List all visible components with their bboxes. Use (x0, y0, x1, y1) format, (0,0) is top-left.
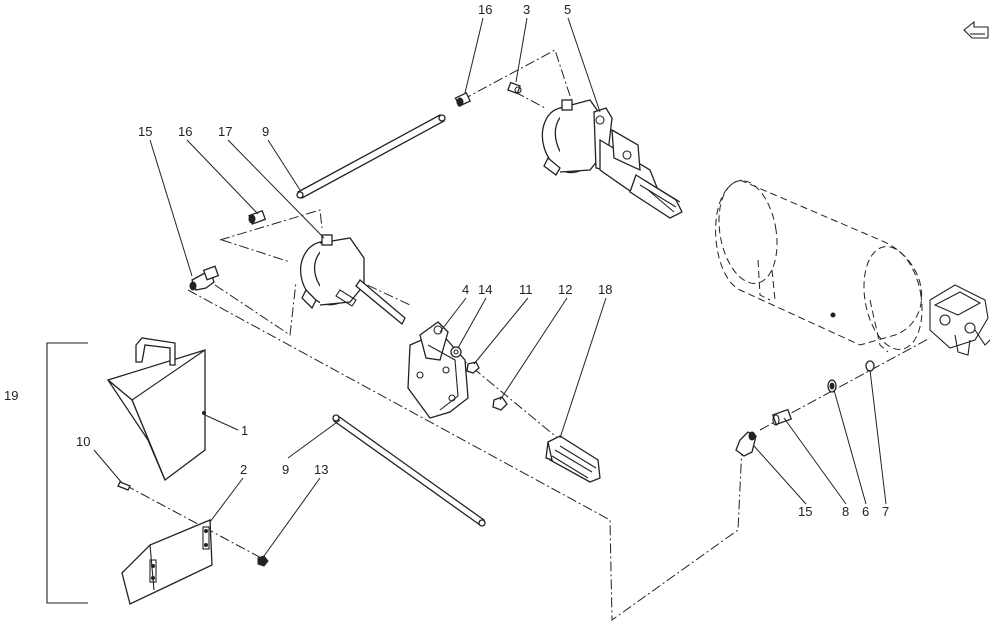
fitting-3 (507, 81, 522, 95)
callout-9-upper: 9 (262, 124, 269, 139)
callout-16-left: 16 (178, 124, 192, 139)
nut-11 (466, 361, 480, 374)
callout-2: 2 (240, 462, 247, 477)
callout-15-right: 15 (798, 504, 812, 519)
mounting-bracket-4 (407, 321, 469, 419)
clevis-18 (545, 435, 601, 483)
callout-18: 18 (598, 282, 612, 297)
callout-5: 5 (564, 2, 571, 17)
air-tank-phantom (715, 179, 991, 356)
callout-7: 7 (882, 504, 889, 519)
callout-6: 6 (862, 504, 869, 519)
group-bracket-19 (46, 342, 88, 604)
leader-lines (46, 17, 887, 557)
nut-13 (257, 555, 269, 567)
callout-19: 19 (4, 388, 18, 403)
fitting-16-lower (248, 210, 267, 225)
fitting-16-upper (454, 92, 471, 108)
fitting-8 (771, 408, 793, 426)
return-arrow-icon[interactable] (963, 20, 989, 39)
callout-12: 12 (558, 282, 572, 297)
plate-2 (121, 519, 213, 605)
callout-11: 11 (519, 282, 533, 297)
callout-15-left: 15 (138, 124, 152, 139)
nut-12 (492, 396, 508, 411)
cover-1 (106, 337, 206, 482)
callout-3: 3 (523, 2, 530, 17)
callout-8: 8 (842, 504, 849, 519)
fitting-7 (865, 360, 875, 372)
push-rod-lower (332, 414, 486, 527)
callout-10: 10 (76, 434, 90, 449)
brake-chamber-upper (541, 99, 683, 219)
elbow-fitting-15-right (735, 431, 757, 457)
callout-4: 4 (462, 282, 469, 297)
callout-9-lower: 9 (282, 462, 289, 477)
callout-17: 17 (218, 124, 232, 139)
callout-16-top: 16 (478, 2, 492, 17)
callout-13: 13 (314, 462, 328, 477)
screw-10 (117, 481, 131, 491)
centerlines (124, 49, 931, 621)
washer-14 (450, 346, 462, 358)
fitting-6 (827, 379, 837, 393)
brake-chamber-lower (299, 234, 406, 326)
push-rod-upper (296, 114, 446, 199)
elbow-fitting-15-upper (189, 265, 220, 291)
callout-1: 1 (241, 423, 248, 438)
callouts: 16 3 5 15 16 17 9 4 14 11 12 18 19 1 10 … (4, 2, 889, 519)
callout-14: 14 (478, 282, 492, 297)
